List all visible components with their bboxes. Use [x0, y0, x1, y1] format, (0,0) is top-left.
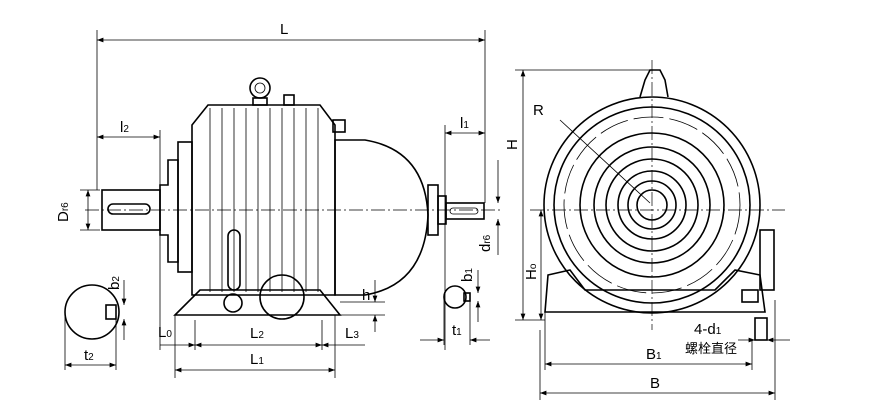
dim-b1: b1: [459, 268, 476, 282]
dim-R-text: R: [533, 102, 544, 119]
bolt-diameter-note: 螺栓直径: [685, 341, 738, 356]
dim-Ho-text: H: [523, 269, 540, 280]
dim-Ho: Ho: [523, 263, 540, 280]
dim-l1-sub: 1: [463, 120, 469, 131]
dim-B1: B1: [646, 347, 662, 362]
dim-D: Dr6: [55, 202, 72, 222]
dim-l1-text: l: [460, 115, 464, 132]
dim-L0: L0: [158, 325, 172, 340]
base: [173, 289, 342, 316]
dim-l2: l2: [120, 120, 129, 135]
dim-L2-sub: 2: [258, 330, 264, 341]
dim-t1-sub: 1: [456, 327, 462, 338]
dim-b1-sub: 1: [464, 268, 475, 274]
dim-t1-text: t: [452, 322, 457, 339]
dim-t2: t2: [84, 348, 94, 363]
dim-t2-sub: 2: [88, 352, 94, 363]
dim-d1: 4-d1: [694, 322, 721, 337]
dim-t2-text: t: [84, 347, 89, 364]
keyway: [107, 203, 151, 215]
dim-L2: L2: [250, 326, 264, 341]
dim-b2-sub: 2: [111, 276, 122, 282]
dim-l2-text: l: [120, 119, 124, 136]
housing: [191, 104, 336, 296]
dim-L3-text: L: [345, 325, 354, 342]
output-shaft: [445, 202, 485, 220]
dim-L1: L1: [250, 352, 264, 367]
dim-d1-sub: 1: [715, 326, 722, 337]
dim-L: L: [280, 22, 288, 37]
dim-d1-text: 4-d: [694, 321, 716, 338]
dim-b2-text: b: [106, 281, 123, 290]
side-view: [80, 30, 501, 378]
dim-L3-sub: 3: [353, 330, 359, 341]
dim-h: h: [362, 288, 370, 303]
lifting-eye: [249, 77, 271, 99]
dim-L3: L3: [345, 326, 359, 341]
dim-L1-sub: 1: [258, 356, 264, 367]
dim-L-text: L: [280, 21, 289, 38]
dim-Ho-sub: o: [528, 263, 539, 270]
dim-d: dr6: [477, 234, 494, 252]
dim-B1-sub: 1: [656, 351, 662, 362]
dim-h-text: h: [362, 287, 371, 304]
dim-B-text: B: [650, 375, 661, 392]
dim-d-text: d: [477, 243, 494, 252]
dim-b2: b2: [106, 276, 123, 290]
output-shaft-section: [420, 270, 490, 345]
dim-D-sub: r6: [60, 202, 71, 212]
dim-D-text: D: [55, 211, 72, 222]
dim-B: B: [650, 376, 660, 391]
dim-H-text: H: [504, 139, 521, 150]
dim-B1-text: B: [646, 346, 657, 363]
dim-H: H: [504, 139, 521, 150]
dim-b1-text: b: [459, 273, 476, 282]
dim-d-sub: r6: [482, 234, 493, 244]
end-view: [515, 60, 790, 400]
dim-L2-text: L: [250, 325, 259, 342]
dim-l2-sub: 2: [123, 124, 129, 135]
input-shaft-section: [64, 280, 127, 370]
dim-R: R: [533, 103, 544, 118]
dim-L0-text: L: [158, 324, 167, 341]
motor-dome: [334, 139, 429, 296]
dim-t1: t1: [452, 323, 462, 338]
dim-L0-sub: 0: [166, 329, 172, 340]
dim-l1: l1: [460, 116, 469, 131]
dim-L1-text: L: [250, 351, 259, 368]
